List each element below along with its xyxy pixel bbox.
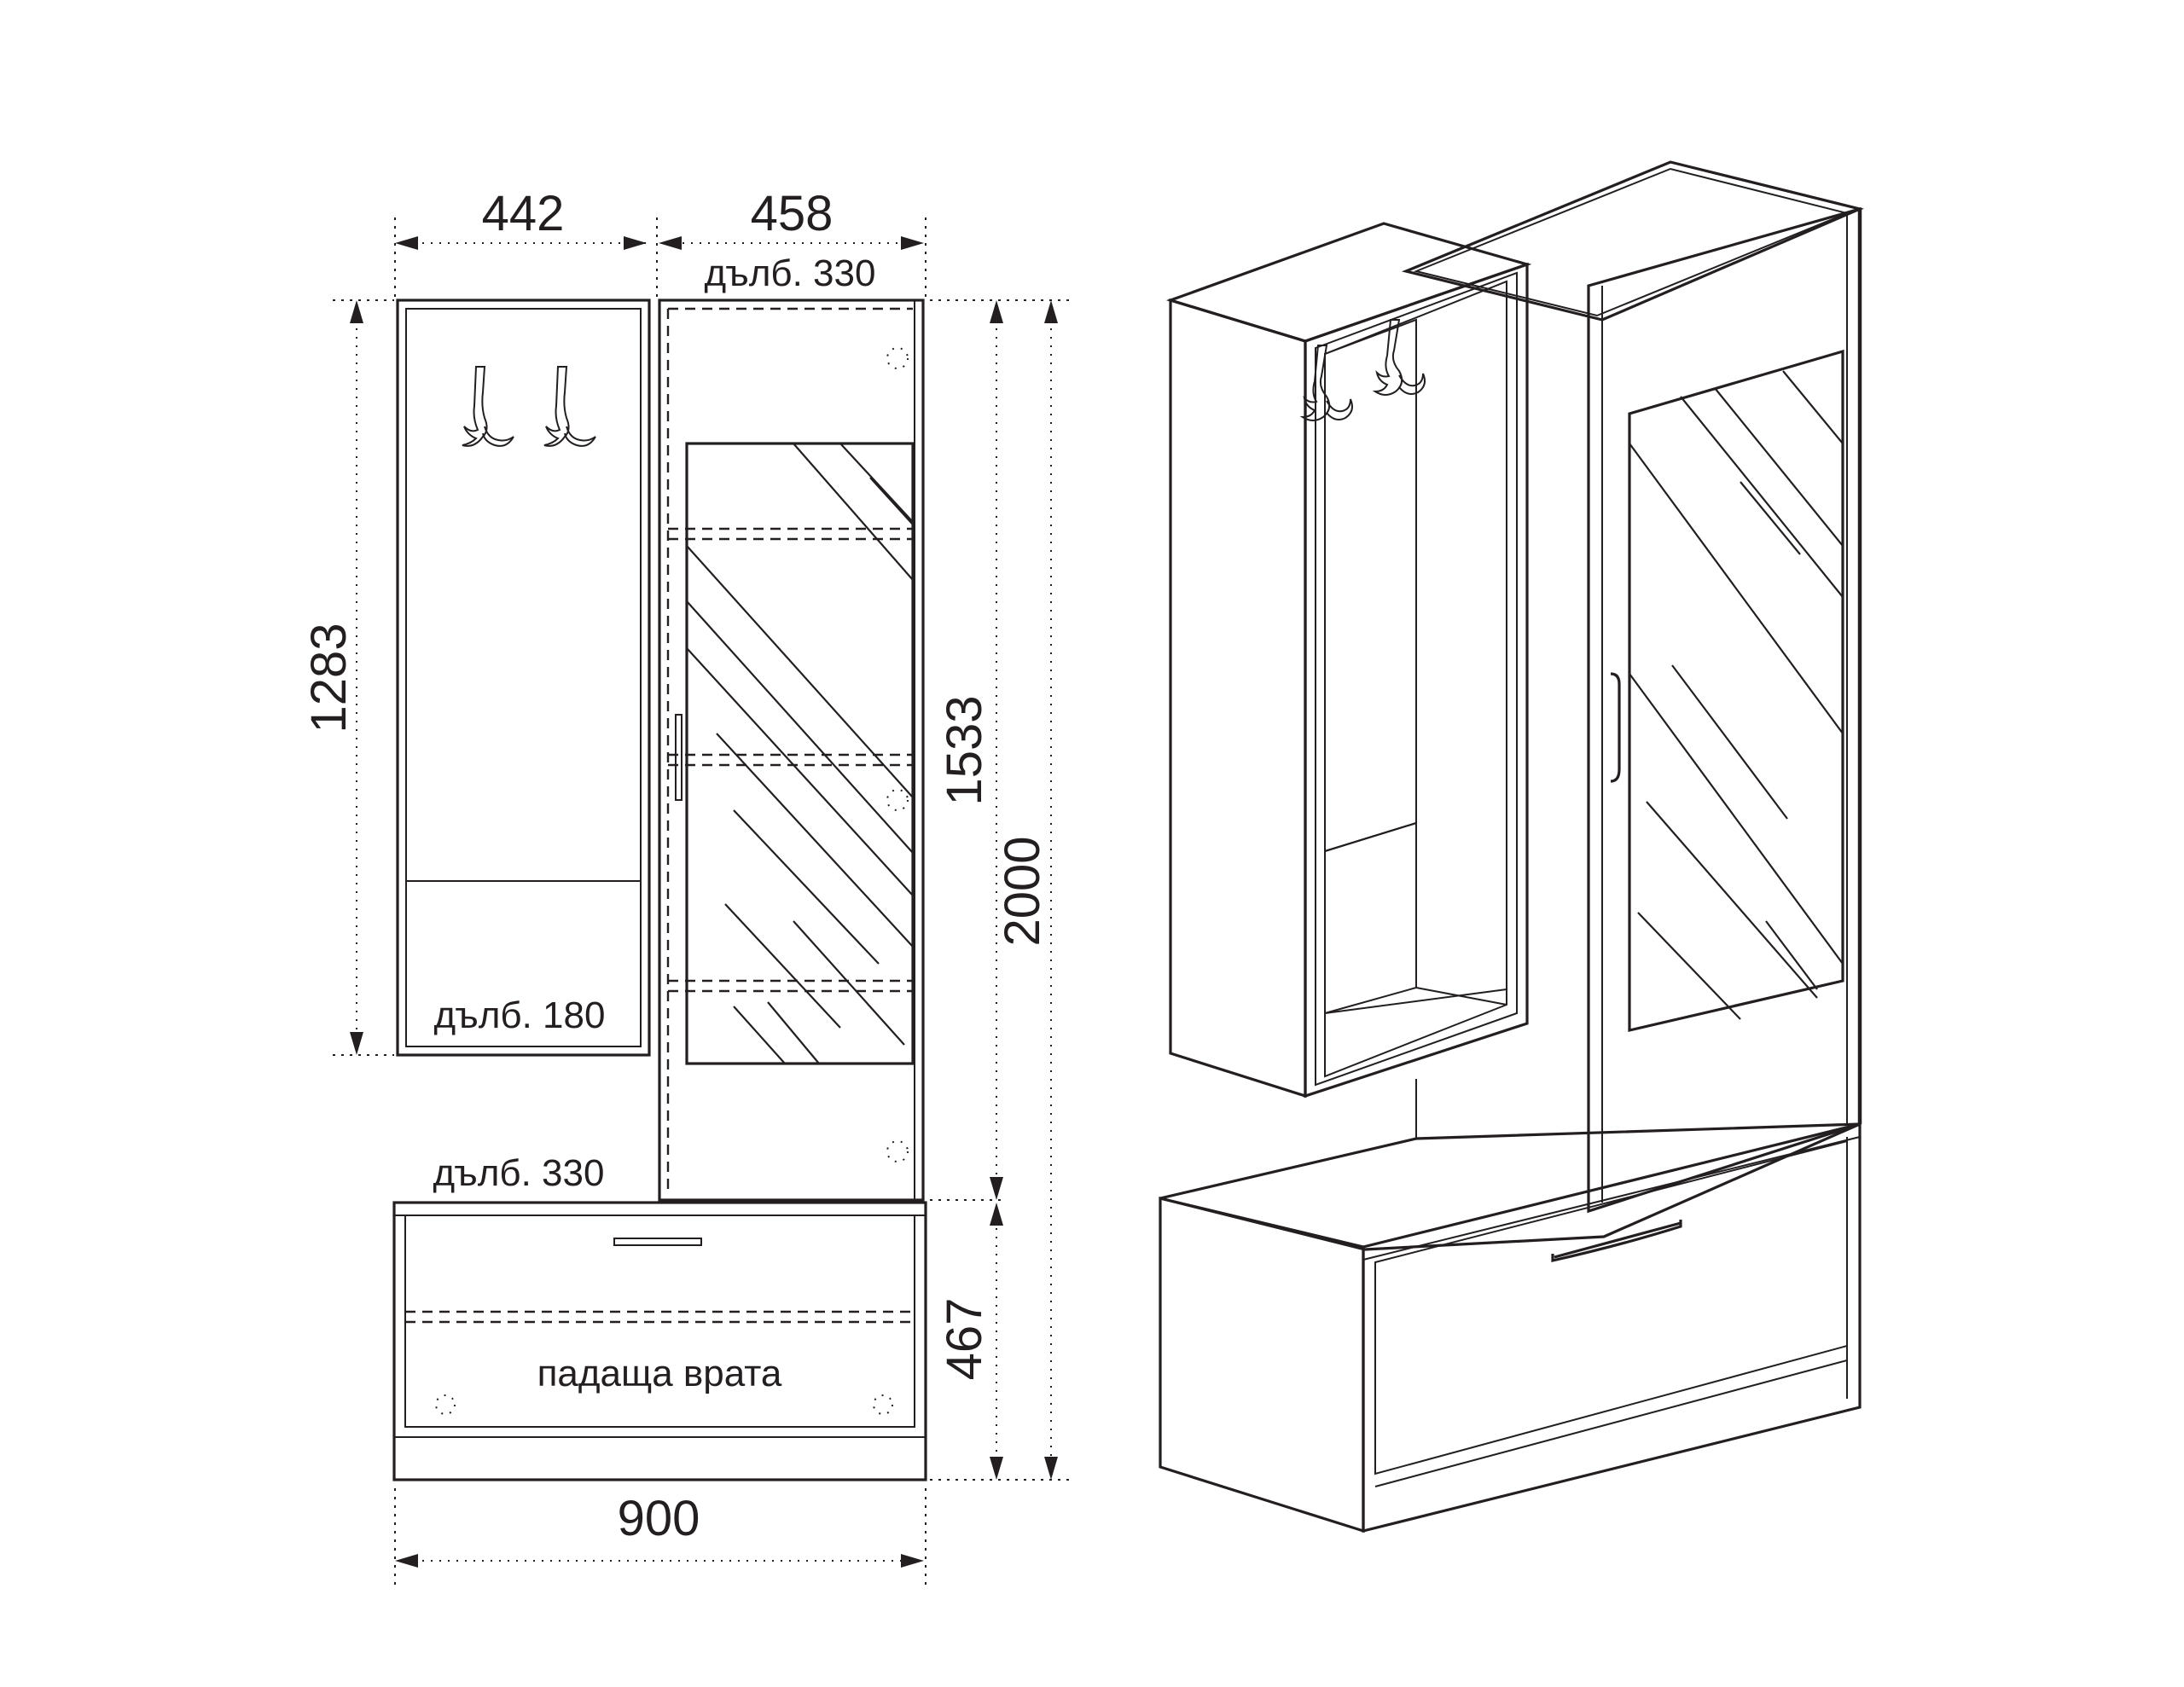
cabinet-handle-icon (675, 714, 682, 801)
upper-shelf-unit-3d (1165, 222, 1532, 1099)
front-view: 442 458 дълб. 330 900 1283 1533 2000 467… (301, 186, 1075, 1586)
coat-hook-3d-icon (1299, 345, 1353, 421)
tall-cabinet-3d (1401, 160, 1864, 1214)
dim-left-width: 442 (482, 186, 565, 241)
glass-reflection-lines (686, 443, 914, 1064)
coat-hook-icon (462, 366, 514, 447)
bench-3d (1159, 1122, 1862, 1533)
perspective-view (1159, 160, 1864, 1533)
bench-handle-3d-icon (1551, 1220, 1682, 1263)
glass-reflection-lines-3d (1629, 370, 1844, 1020)
depth-label-upper-left: дълб. 180 (434, 994, 606, 1036)
cabinet-handle-3d-icon (1610, 672, 1621, 783)
coat-hook-icon (543, 366, 596, 447)
bench-handle-icon (613, 1238, 702, 1246)
bench (392, 1201, 927, 1481)
upper-left-shelf-unit (396, 299, 651, 1057)
coat-hook-3d-icon (1372, 319, 1426, 396)
dimension-lines (333, 217, 1075, 1586)
dim-upper-height: 1283 (301, 623, 357, 733)
dim-total-width: 900 (618, 1491, 700, 1546)
tall-cabinet (658, 299, 925, 1202)
bench-door-label: падаща врата (537, 1353, 782, 1394)
dim-cabinet-height: 1533 (937, 695, 992, 805)
depth-label-bench: дълб. 330 (433, 1152, 605, 1194)
depth-label-top-right: дълб. 330 (705, 252, 876, 294)
dim-right-width: 458 (751, 186, 834, 241)
dim-total-height: 2000 (995, 836, 1050, 946)
dim-bench-height: 467 (937, 1298, 992, 1381)
